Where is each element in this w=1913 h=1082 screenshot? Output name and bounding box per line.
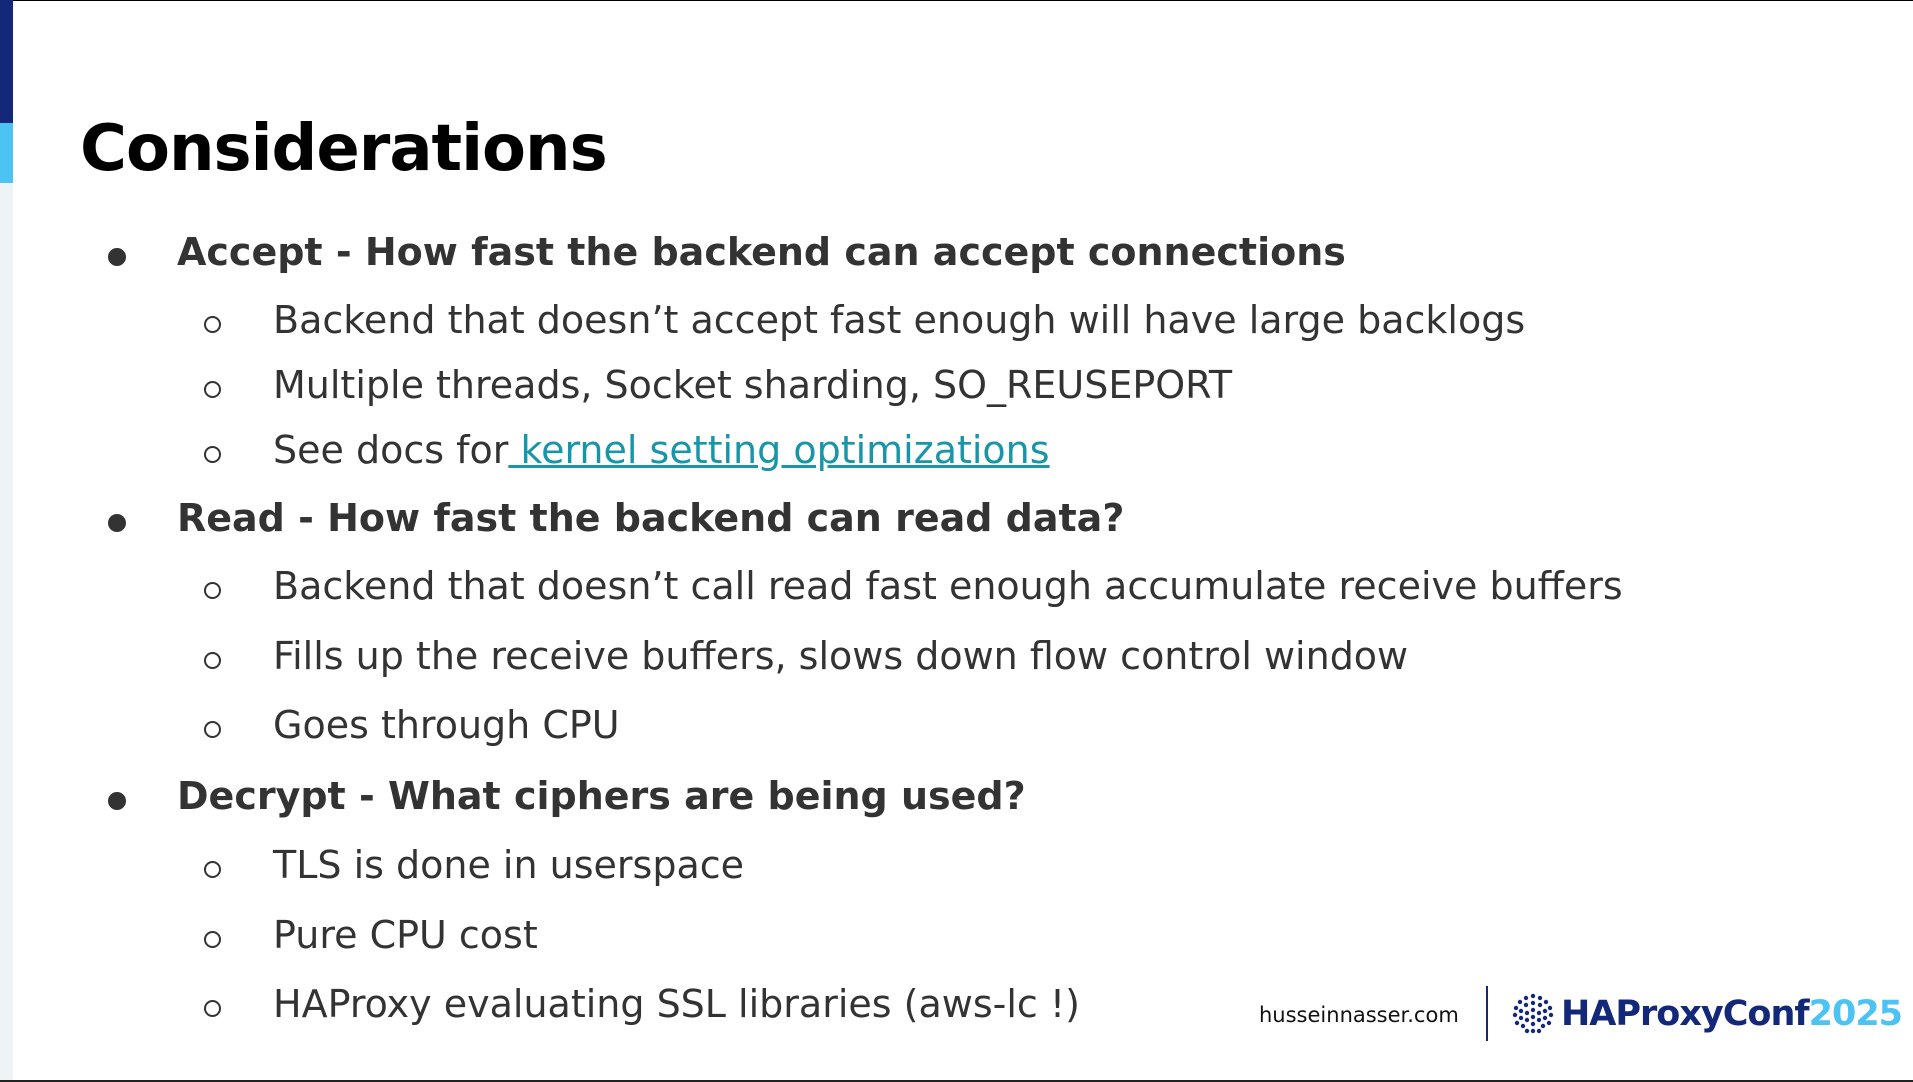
bullet-dot-icon <box>108 248 126 266</box>
bullet-ring-icon <box>204 861 221 878</box>
bullet-ring-icon <box>204 931 221 948</box>
list-item-text: See docs for <box>273 428 509 472</box>
bullet-dot-icon <box>108 514 126 532</box>
section-heading-accept: Accept - How fast the backend can accept… <box>177 230 1346 274</box>
bullet-ring-icon <box>204 381 221 398</box>
footer-divider <box>1486 986 1488 1041</box>
list-item: Backend that doesn’t call read fast enou… <box>273 564 1623 608</box>
section-heading-read: Read - How fast the backend can read dat… <box>177 496 1125 540</box>
accent-bar-light <box>0 123 13 183</box>
list-item: HAProxy evaluating SSL libraries (aws-lc… <box>273 982 1080 1026</box>
slide-title: Considerations <box>80 112 608 186</box>
bullet-ring-icon <box>204 721 221 738</box>
accent-bar-pale <box>0 183 13 1080</box>
list-item: Pure CPU cost <box>273 913 538 957</box>
logo-name: HAProxyConf <box>1561 994 1810 1034</box>
top-border <box>0 0 1913 1</box>
globe-dots-icon <box>1512 993 1554 1034</box>
list-item: Backend that doesn’t accept fast enough … <box>273 298 1526 342</box>
list-item: Multiple threads, Socket sharding, SO_RE… <box>273 363 1233 407</box>
bullet-ring-icon <box>204 1000 221 1017</box>
bullet-ring-icon <box>204 316 221 333</box>
bullet-ring-icon <box>204 652 221 669</box>
section-heading-decrypt: Decrypt - What ciphers are being used? <box>177 774 1026 818</box>
list-item: Fills up the receive buffers, slows down… <box>273 634 1409 678</box>
list-item: TLS is done in userspace <box>273 843 745 887</box>
kernel-settings-link[interactable]: kernel setting optimizations <box>508 428 1050 472</box>
list-item: See docs for kernel setting optimization… <box>273 428 1050 472</box>
bottom-border <box>0 1080 1913 1082</box>
footer-site: husseinnasser.com <box>1259 1003 1459 1027</box>
bullet-ring-icon <box>204 582 221 599</box>
accent-bar-dark <box>0 0 13 123</box>
logo-year: 2025 <box>1808 994 1903 1034</box>
bullet-ring-icon <box>204 446 221 463</box>
list-item: Goes through CPU <box>273 703 620 747</box>
logo-text: HAProxyConf2025 <box>1561 994 1903 1034</box>
haproxyconf-logo: HAProxyConf2025 <box>1511 988 1903 1040</box>
bullet-dot-icon <box>108 792 126 810</box>
